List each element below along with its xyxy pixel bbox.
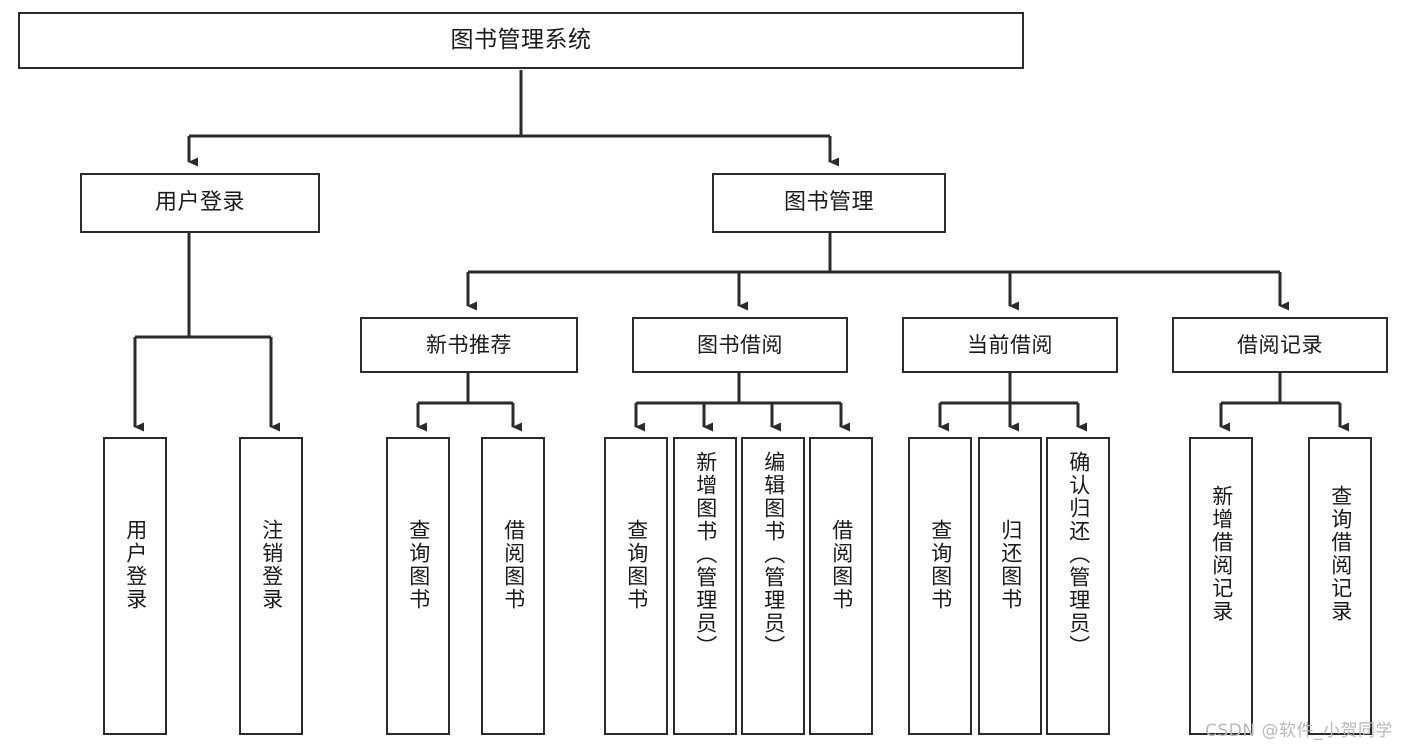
leaf-query-book-borrow[interactable]: 查询图书 xyxy=(604,437,668,735)
leaf-add-book[interactable]: 新增图书（管理员） xyxy=(673,437,737,735)
node-label: 用户登录 xyxy=(123,519,148,611)
node-label: 图书借阅 xyxy=(697,332,783,357)
node-label: 当前借阅 xyxy=(967,332,1053,357)
leaf-confirm-return[interactable]: 确认归还（管理员） xyxy=(1046,437,1110,735)
node-label: 新书推荐 xyxy=(426,332,512,357)
node-user-login[interactable]: 用户登录 xyxy=(80,173,320,233)
watermark-text: CSDN @软件_小贺同学 xyxy=(1205,721,1393,741)
leaf-add-borrow-record[interactable]: 新增借阅记录 xyxy=(1189,437,1253,735)
node-current-borrow[interactable]: 当前借阅 xyxy=(902,317,1118,373)
node-label: 查询图书 xyxy=(928,519,953,611)
node-label: 借阅图书 xyxy=(829,519,854,611)
leaf-return-book[interactable]: 归还图书 xyxy=(978,437,1042,735)
node-label: 注销登录 xyxy=(259,519,284,611)
node-label: 归还图书 xyxy=(998,519,1023,611)
node-label: 新增借阅记录 xyxy=(1209,485,1234,623)
leaf-edit-book[interactable]: 编辑图书（管理员） xyxy=(741,437,805,735)
node-label: 借阅图书 xyxy=(501,519,526,611)
node-label: 查询图书 xyxy=(624,519,649,611)
node-label: 图书管理 xyxy=(783,190,874,216)
leaf-borrow-book-recommend[interactable]: 借阅图书 xyxy=(481,437,545,735)
node-book-management[interactable]: 图书管理 xyxy=(712,173,946,233)
leaf-user-logout[interactable]: 注销登录 xyxy=(239,437,303,735)
node-borrow-record[interactable]: 借阅记录 xyxy=(1172,317,1388,373)
node-root-book-management-system[interactable]: 图书管理系统 xyxy=(18,12,1024,69)
leaf-user-login[interactable]: 用户登录 xyxy=(103,437,167,735)
node-label: 用户登录 xyxy=(154,190,245,216)
node-label: 图书管理系统 xyxy=(450,26,592,53)
node-label: 查询图书 xyxy=(406,519,431,611)
node-label: 借阅记录 xyxy=(1237,332,1323,357)
node-label: 新增图书（管理员） xyxy=(693,451,718,658)
leaf-query-borrow-record[interactable]: 查询借阅记录 xyxy=(1308,437,1372,735)
node-label: 确认归还（管理员） xyxy=(1066,451,1091,658)
node-label: 查询借阅记录 xyxy=(1328,485,1353,623)
leaf-query-book-current[interactable]: 查询图书 xyxy=(908,437,972,735)
node-new-book-recommend[interactable]: 新书推荐 xyxy=(360,317,578,373)
node-label: 编辑图书（管理员） xyxy=(761,451,786,658)
leaf-query-book-recommend[interactable]: 查询图书 xyxy=(386,437,450,735)
node-book-borrow[interactable]: 图书借阅 xyxy=(632,317,848,373)
leaf-borrow-book[interactable]: 借阅图书 xyxy=(809,437,873,735)
